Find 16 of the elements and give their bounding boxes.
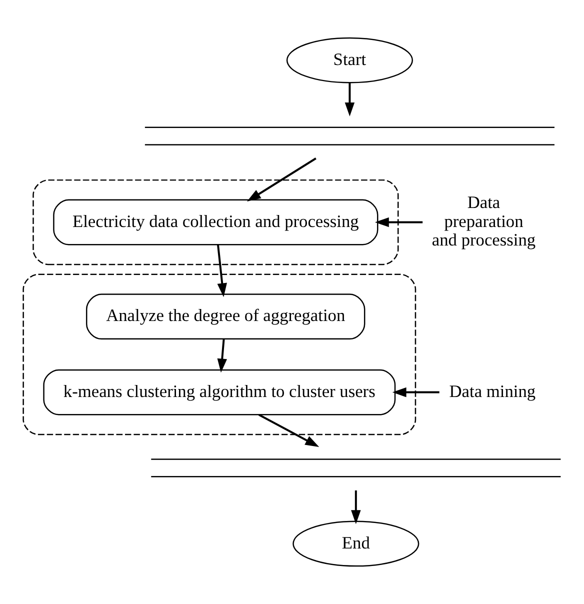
arrow (351, 490, 361, 524)
node-text: Data preparation and processing (432, 193, 536, 250)
node-box: Electricity data collection and processing (53, 199, 378, 246)
cluster (22, 274, 416, 436)
arrow (246, 158, 316, 202)
arrow (392, 387, 440, 398)
node-box: Analyze the degree of aggregation (86, 294, 366, 340)
arrow (217, 244, 227, 298)
arrow (217, 338, 227, 373)
node-box: k-means clustering algorithm to cluster users (43, 369, 396, 416)
arrow (344, 82, 355, 116)
node-ellipse: Start (286, 37, 413, 84)
node-ellipse: End (292, 520, 420, 567)
node-text: Data mining (449, 382, 536, 401)
arrow (374, 217, 423, 228)
cluster (32, 179, 399, 266)
